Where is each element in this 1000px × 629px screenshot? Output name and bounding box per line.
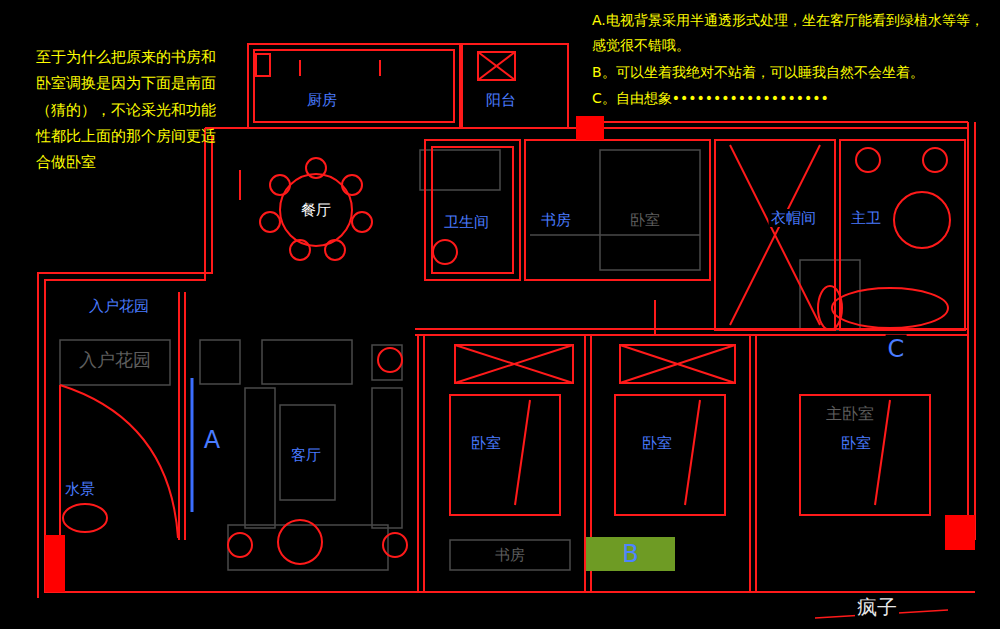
room-label: 卧室 (469, 434, 503, 452)
annotation-note: A.电视背景采用半通透形式处理，坐在客厅能看到绿植水等等，感觉很不错哦。 (592, 8, 996, 57)
room-label: 卧室 (628, 211, 662, 229)
room-label: 书房 (493, 546, 527, 564)
annotation-note: B。可以坐着我绝对不站着，可以睡我自然不会坐着。 (592, 60, 996, 85)
room-label: 水景 (63, 480, 97, 498)
room-label: 卧室 (640, 434, 674, 452)
room-label: C (886, 335, 907, 364)
room-label: 卧室 (839, 434, 873, 452)
annotation-note: C。自由想象••••••••••••••••••• (592, 86, 996, 111)
callout-letter: B (622, 540, 638, 568)
room-label: 阳台 (484, 91, 518, 109)
room-label: 主卧室 (824, 404, 876, 423)
room-label: 餐厅 (299, 201, 333, 219)
annotation-note: 至于为什么把原来的书房和卧室调换是因为下面是南面（猜的），不论采光和功能性都比上… (36, 44, 218, 175)
room-label: 入户花园 (77, 349, 153, 371)
room-label: 厨房 (305, 91, 339, 109)
room-label: 书房 (539, 211, 573, 229)
room-label: 客厅 (289, 446, 323, 464)
highlight-box: B (586, 537, 675, 571)
room-label: A (202, 426, 222, 455)
room-label: 疯子 (855, 595, 899, 619)
room-label: 入户花园 (87, 297, 151, 315)
room-label: 卫生间 (442, 213, 491, 231)
room-label: 衣帽间 (769, 209, 818, 227)
room-label: 主卫 (849, 209, 883, 227)
